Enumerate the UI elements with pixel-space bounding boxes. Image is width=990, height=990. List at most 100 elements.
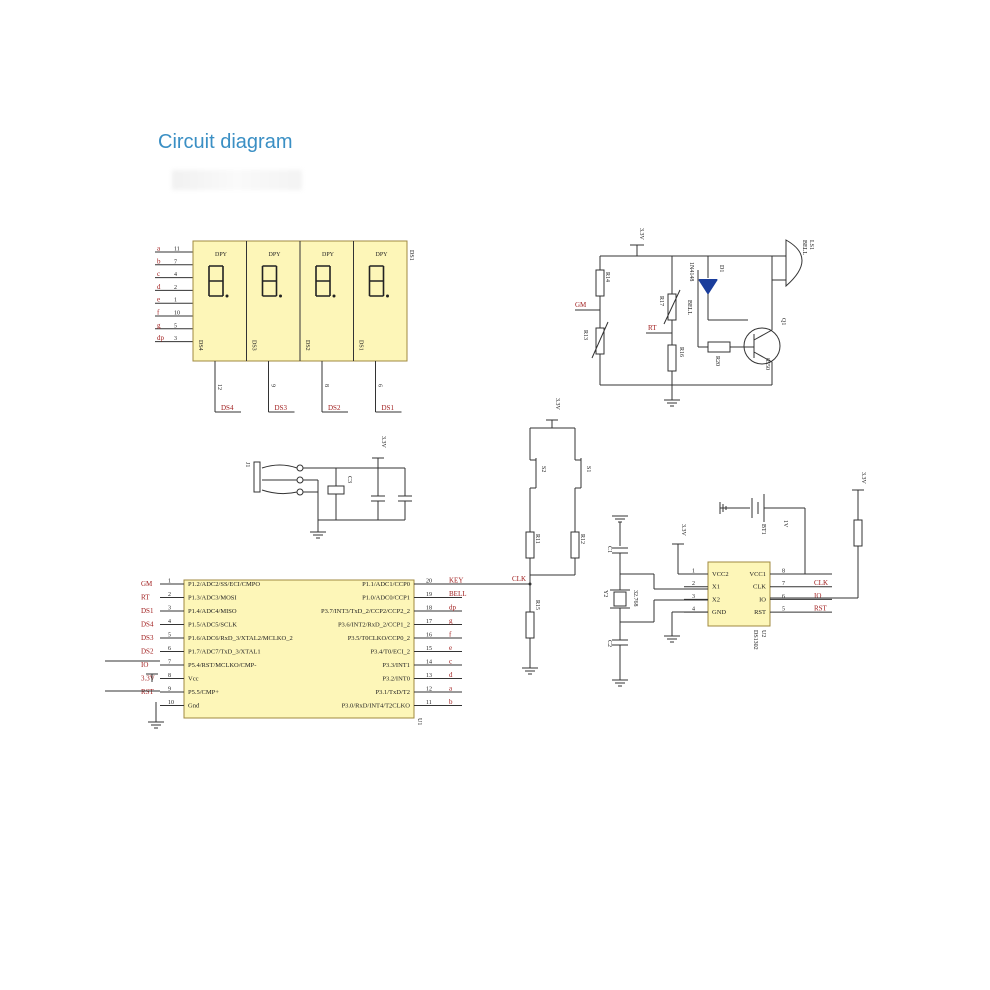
mcu-pin-num-4: 4 [168,619,171,625]
mcu-pin-num-6: 6 [168,646,171,652]
rtc-pin-num-4: 4 [692,607,695,613]
c2-label: C2 [606,640,612,647]
mcu-net-4: DS4 [141,621,154,629]
mcu-pin-name-4: P1.5/ADC5/SCLK [188,622,237,629]
r13-label: R13 [582,330,588,340]
mcu-pin-name-9: P5.5/CMP+ [188,689,219,696]
mcu-pin-name-12: P3.1/TxD/T2 [376,689,411,696]
crystal-label: Y2 [602,590,608,597]
net-bell-buzzer: BELL [686,300,692,315]
battery-voltage: 1V [782,520,788,528]
mcu-pin-name-18: P3.7/INT3/TxD_2/CCP2/CCP2_2 [321,608,410,615]
mcu-pin-name-10: Gnd [188,703,200,710]
digit-glyph-DS4 [208,265,224,297]
buzzer-icon [785,239,803,288]
crystal-part: 32.768 [632,590,638,607]
r12-label: R12 [579,534,585,544]
mcu-net-2: RT [141,594,150,602]
display-ref: DS1 [408,250,414,261]
rtc-pin-name-1: VCC2 [712,571,729,578]
power-jack-circuit: J1 3.3V C3 [244,436,412,539]
rtc-body [707,561,771,627]
rtc-pin-name-2: X1 [712,584,720,591]
mcu-pin-name-7: P5.4/RST/MCLKO/CMP- [188,662,256,669]
resistor-r10 [853,519,863,547]
c1-label: C1 [606,546,612,553]
mcu-pin-name-14: P3.3/INT1 [382,662,410,669]
mcu-pin-name-5: P1.6/ADC6/RxD_3/XTAL2/MCLKO_2 [188,635,293,642]
mcu-body [183,579,415,719]
mcu-pin-num-19: 19 [426,592,432,598]
mcu-ref: U1 [416,718,422,725]
jack-j1 [253,461,261,493]
digit-glyph-DS3 [261,265,278,297]
segment-pin-f: 10 [174,311,180,317]
mcu-pin-name-6: P1.7/ADC7/TxD_3/XTAL1 [188,649,261,656]
digit-pin-DS4: 12 [216,384,222,390]
r15-label: R15 [534,600,540,610]
mcu-pin-name-17: P3.6/INT2/RxD_2/CCP1_2 [338,622,410,629]
mcu-net-18: dp [449,604,457,612]
digit-label-DS2: DPY [322,252,335,258]
digit-ref-DS1: DS1 [358,340,364,351]
mcu-net-19: BELL [449,590,467,598]
supply-label-keys: 3.3V [554,398,560,411]
blurred-subtitle [172,170,302,190]
net-clk-keys: CLK [512,575,526,583]
rtc-pin-name-7: CLK [753,584,766,591]
supply-label-rtc: 3.3V [860,472,866,485]
mcu-net-11: b [449,698,453,706]
mcu-net-14: c [449,658,452,666]
transistor-q1 [743,327,781,365]
mcu-net-16: f [449,631,452,639]
mcu-pin-num-10: 10 [168,700,174,706]
capacitor-c3 [327,485,345,495]
r14-label: R14 [604,272,610,282]
mcu-pin-num-17: 17 [426,619,432,625]
resistor-r11 [525,531,535,559]
q1-label: Q1 [780,318,786,325]
battery-label: BT1 [760,524,766,535]
mcu-pin-num-14: 14 [426,660,432,666]
digit-dp-DS1 [386,294,389,298]
mcu-pin-num-3: 3 [168,606,171,612]
mcu-pin-num-20: 20 [426,579,432,585]
crystal-y2 [613,591,627,607]
resistor-r15 [525,611,535,639]
resistor-r20 [707,341,731,353]
digit-ref-DS3: DS3 [251,340,257,351]
mcu-pin-name-1: P1.2/ADC2/SS/ECI/CMPO [188,581,260,588]
digit-net-DS1: DS1 [382,404,395,412]
mcu-net-17: g [449,617,453,625]
mcu-pin-num-7: 7 [168,660,171,666]
ls1-label: LS1 [808,240,814,250]
mcu-pin-num-18: 18 [426,606,432,612]
rtc-pin-name-3: X2 [712,596,720,603]
mcu-pin-num-5: 5 [168,633,171,639]
digit-pin-DS1: 6 [377,384,383,387]
mcu-pin-name-13: P3.2/INT0 [382,676,410,683]
rtc-pin-num-8: 8 [782,569,785,575]
key-switch-circuit: 3.3V S2 S1 R11 R12 R15 CLK [512,398,591,675]
mcu-net-13: d [449,671,453,679]
segment-pin-c: 4 [174,272,177,278]
ls1-part: BELL [801,240,807,255]
digit-glyph-DS1 [368,265,385,297]
mcu-pin-num-16: 16 [426,633,432,639]
digit-dp-DS4 [225,294,229,298]
net-rt-buzzer: RT [648,324,657,332]
rtc-pin-num-2: 2 [692,581,695,587]
digit-label-DS1: DPY [376,252,389,258]
mcu-pin-num-8: 8 [168,673,171,679]
segment-label-d: d [157,283,161,291]
mcu-pin-name-20: P1.1/ADC1/CCP0 [362,581,410,588]
rtc-net-7: CLK [814,579,828,587]
supply-label-buzzer: 3.3V [638,228,644,241]
s2-label: S2 [540,466,546,472]
mcu-pin-num-2: 2 [168,592,171,598]
digit-glyph-DS2 [315,265,331,297]
